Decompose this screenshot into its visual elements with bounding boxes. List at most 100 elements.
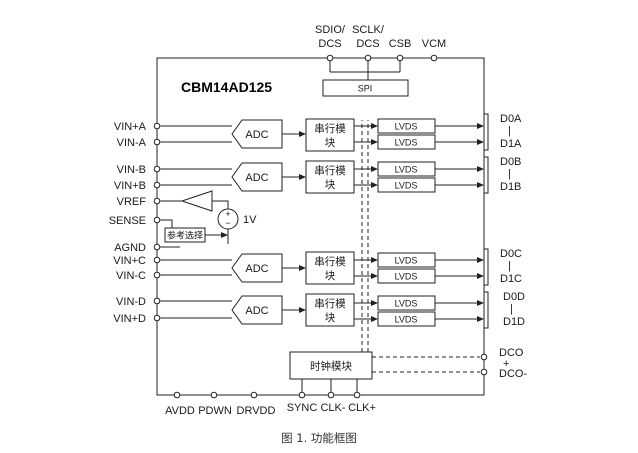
pin-sdio — [326, 54, 334, 62]
spi-block — [322, 79, 409, 97]
serial-d-label2: 块 — [325, 312, 336, 324]
pin-sync-label: SYNC — [287, 402, 318, 414]
pin-sdio-line1: SDIO/ — [315, 24, 346, 36]
voltage-label: 1V — [243, 214, 257, 226]
pin-c-bar: | — [508, 260, 511, 272]
adc-d-arrow — [299, 307, 306, 313]
pin-dco-neg — [480, 368, 488, 376]
pin-vin-d-neg — [153, 297, 161, 305]
serial-b-label2: 块 — [325, 179, 336, 191]
pin-vref — [153, 197, 161, 205]
serial-a-label2: 块 — [325, 137, 336, 149]
pin-avdd — [173, 391, 181, 399]
pin-dco-plus-label: + — [503, 358, 509, 370]
serial-d-block — [305, 293, 355, 327]
pin-b-bar: | — [508, 168, 511, 180]
pin-vin-c-neg — [153, 271, 161, 279]
pin-drvdd-label: DRVDD — [237, 405, 276, 417]
ref-select-label: 参考选择 — [167, 230, 203, 241]
ref-buffer-out — [212, 200, 229, 209]
pin-sdio-line2: DCS — [318, 38, 341, 50]
spi-label: SPI — [358, 84, 373, 94]
ref-buffer — [180, 190, 213, 212]
left-pin-labels: VIN+A VIN-A VIN-B VIN+B VREF SENSE AGND … — [109, 121, 147, 325]
pin-clk-pos-label: CLK+ — [348, 402, 376, 414]
serial-d-label1: 串行模 — [314, 297, 346, 310]
pin-clk-neg — [327, 391, 335, 399]
chip-outline — [156, 57, 485, 396]
pin-vin-a-neg-label: VIN-A — [117, 137, 147, 149]
pin-sense — [153, 216, 161, 224]
lvds-label-d1: LVDS — [395, 315, 418, 325]
adc-b-label: ADC — [245, 172, 268, 184]
pin-drvdd — [250, 391, 258, 399]
pin-d1a-label: D1A — [500, 138, 522, 150]
pin-pdwn — [210, 391, 218, 399]
pin-d0d-label: D0D — [503, 291, 525, 303]
lvds-label-a0: LVDS — [395, 122, 418, 132]
adc-a-arrow — [299, 131, 306, 137]
pin-agnd-label: AGND — [114, 242, 146, 254]
clock-block-label: 时钟模块 — [310, 360, 352, 373]
pin-vcm-label: VCM — [422, 38, 446, 50]
pin-vin-a-neg — [153, 138, 161, 146]
pin-vcm — [430, 54, 438, 62]
pin-vin-c-neg-label: VIN-C — [116, 270, 146, 282]
pin-pdwn-label: PDWN — [198, 405, 232, 417]
pin-sync — [298, 391, 306, 399]
pin-d-bar: | — [510, 303, 513, 315]
spi-bus — [329, 61, 401, 80]
pin-vin-d-pos-label: VIN+D — [113, 313, 146, 325]
pin-vin-b-neg-label: VIN-B — [117, 164, 146, 176]
lvds-to-pin-links — [435, 125, 478, 320]
ref-select-arrow — [221, 232, 228, 238]
pin-clk-neg-label: CLK- — [320, 402, 345, 414]
adc-c-label: ADC — [245, 263, 268, 275]
pin-d0b-label: D0B — [500, 156, 521, 168]
pin-agnd — [153, 243, 161, 251]
pin-d0c-label: D0C — [500, 248, 522, 260]
pin-csb-label: CSB — [389, 38, 412, 50]
pin-sense-label: SENSE — [109, 215, 146, 227]
adc-c-inputs — [160, 259, 232, 276]
pin-vin-b-pos-label: VIN+B — [114, 180, 146, 192]
adc-a-label: ADC — [245, 129, 268, 141]
lvds-label-a1: LVDS — [395, 138, 418, 148]
serial-to-lvds-arrows — [371, 123, 378, 322]
adc-b-arrow — [299, 174, 306, 180]
clock-block — [289, 351, 373, 380]
lvds-label-d0: LVDS — [395, 299, 418, 309]
serial-c-label1: 串行模 — [314, 255, 346, 268]
serial-b-label1: 串行模 — [314, 164, 346, 177]
source-minus: − — [225, 218, 230, 228]
figure-caption: 图 1. 功能框图 — [281, 431, 357, 445]
adc-a-inputs — [160, 125, 232, 143]
adc-d-label: ADC — [245, 305, 268, 317]
output-bus-bars — [483, 113, 489, 329]
pin-d1c-label: D1C — [500, 273, 522, 285]
pin-d0a-label: D0A — [500, 113, 522, 125]
serial-to-lvds-links — [354, 125, 372, 320]
pin-sclk — [364, 54, 372, 62]
lvds-label-b0: LVDS — [395, 165, 418, 175]
serial-c-block — [305, 251, 355, 285]
pin-csb — [396, 54, 404, 62]
lvds-label-c1: LVDS — [395, 272, 418, 282]
serial-a-label1: 串行模 — [314, 122, 346, 135]
lvds-blocks: LVDS LVDS LVDS LVDS LVDS LVDS LVDS LVDS — [377, 118, 436, 327]
pin-vin-c-pos — [153, 256, 161, 264]
pin-vin-a-pos — [153, 122, 161, 130]
pin-a-bar: | — [508, 125, 511, 137]
pin-sclk-line2: DCS — [356, 38, 379, 50]
lvds-to-pin-arrows — [477, 123, 484, 322]
pin-vin-a-pos-label: VIN+A — [114, 121, 147, 133]
pin-dco-neg-label: DCO- — [499, 368, 527, 380]
pin-sclk-line1: SCLK/ — [352, 24, 385, 36]
pin-vin-d-neg-label: VIN-D — [116, 296, 146, 308]
pin-d1b-label: D1B — [500, 181, 521, 193]
chip-name: CBM14AD125 — [181, 79, 272, 95]
pin-vin-b-pos — [153, 181, 161, 189]
pin-vin-c-pos-label: VIN+C — [113, 255, 146, 267]
pin-dco-pos-label: DCO — [499, 347, 524, 359]
